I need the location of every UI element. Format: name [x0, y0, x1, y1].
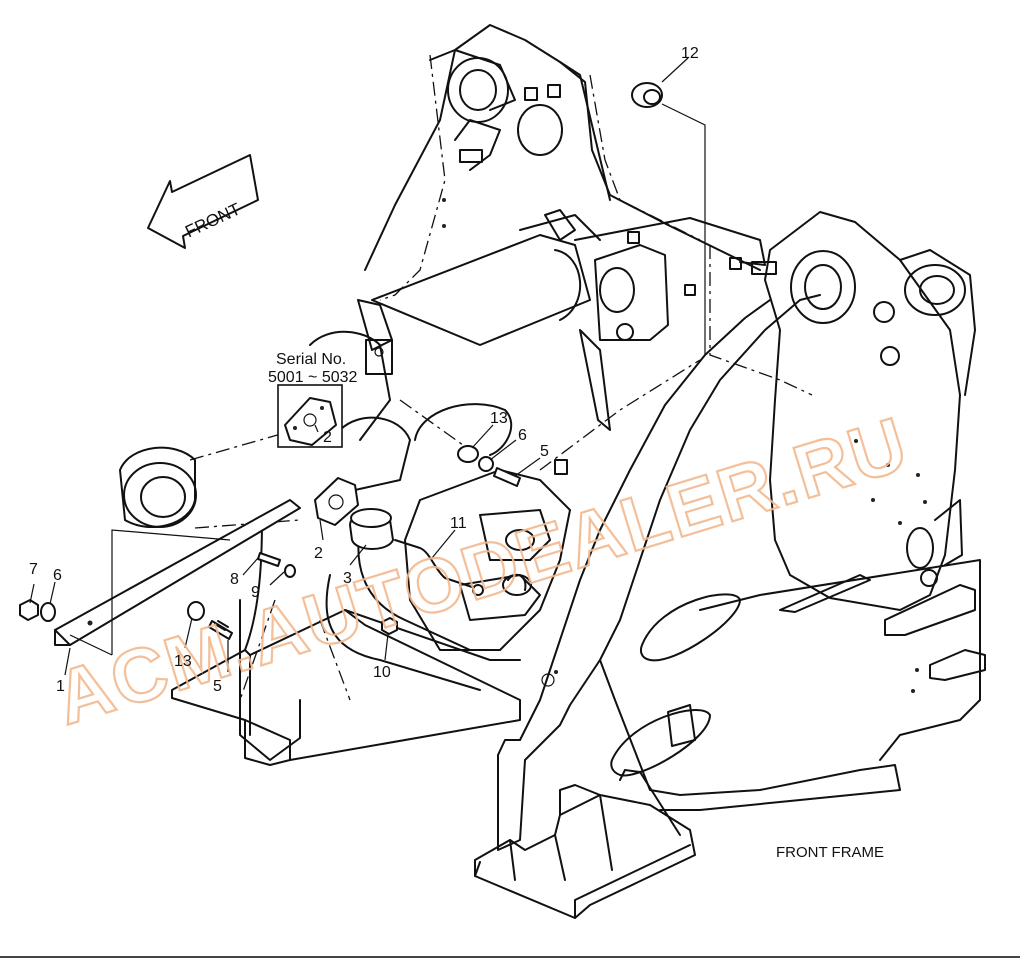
callout-13-left: 13 — [174, 653, 192, 670]
part-10-nut — [381, 617, 398, 635]
part-9-washer — [284, 564, 296, 578]
part-5-bolt-right — [493, 467, 521, 487]
callout-5-right: 5 — [540, 443, 549, 460]
callout-6-left: 6 — [53, 567, 62, 584]
part-6-washer — [40, 602, 56, 622]
part-11-wire — [394, 539, 476, 589]
callout-13-right: 13 — [490, 410, 508, 427]
callout-2-inset: 2 — [323, 429, 332, 446]
callout-11: 11 — [450, 515, 467, 532]
part-13-washer-left — [187, 601, 205, 621]
serial-note-line1: Serial No. — [276, 351, 346, 368]
serial-note-line2: 5001 ~ 5032 — [268, 369, 358, 386]
callout-6-right: 6 — [518, 427, 527, 444]
callout-5-left: 5 — [213, 678, 222, 695]
callout-2: 2 — [314, 545, 323, 562]
callout-1: 1 — [56, 678, 65, 695]
front-frame-drawing — [119, 24, 986, 919]
callout-8: 8 — [230, 571, 239, 588]
part-13-washer-right — [457, 445, 479, 463]
callout-10: 10 — [373, 664, 391, 681]
front-direction-arrow: FRONT — [147, 154, 259, 249]
serial-inset — [277, 384, 343, 448]
part-12-bushing — [631, 82, 663, 108]
callout-3: 3 — [343, 570, 352, 587]
part-7-nut — [19, 599, 39, 621]
bottom-border — [0, 956, 1020, 958]
part-1-bar — [54, 499, 301, 646]
callout-9: 9 — [251, 584, 260, 601]
part-6-washer-right — [478, 456, 494, 472]
callout-labels: 1 2 2 3 5 5 6 6 7 8 9 10 11 12 13 13 — [29, 45, 699, 695]
part-8-bolt — [257, 552, 281, 567]
part-2-plate — [314, 477, 359, 526]
part-5-bolt-left — [208, 620, 233, 640]
callout-7: 7 — [29, 561, 38, 578]
diagram-caption: FRONT FRAME — [776, 844, 884, 861]
exploded-parts — [19, 57, 706, 676]
callout-12: 12 — [681, 45, 699, 62]
